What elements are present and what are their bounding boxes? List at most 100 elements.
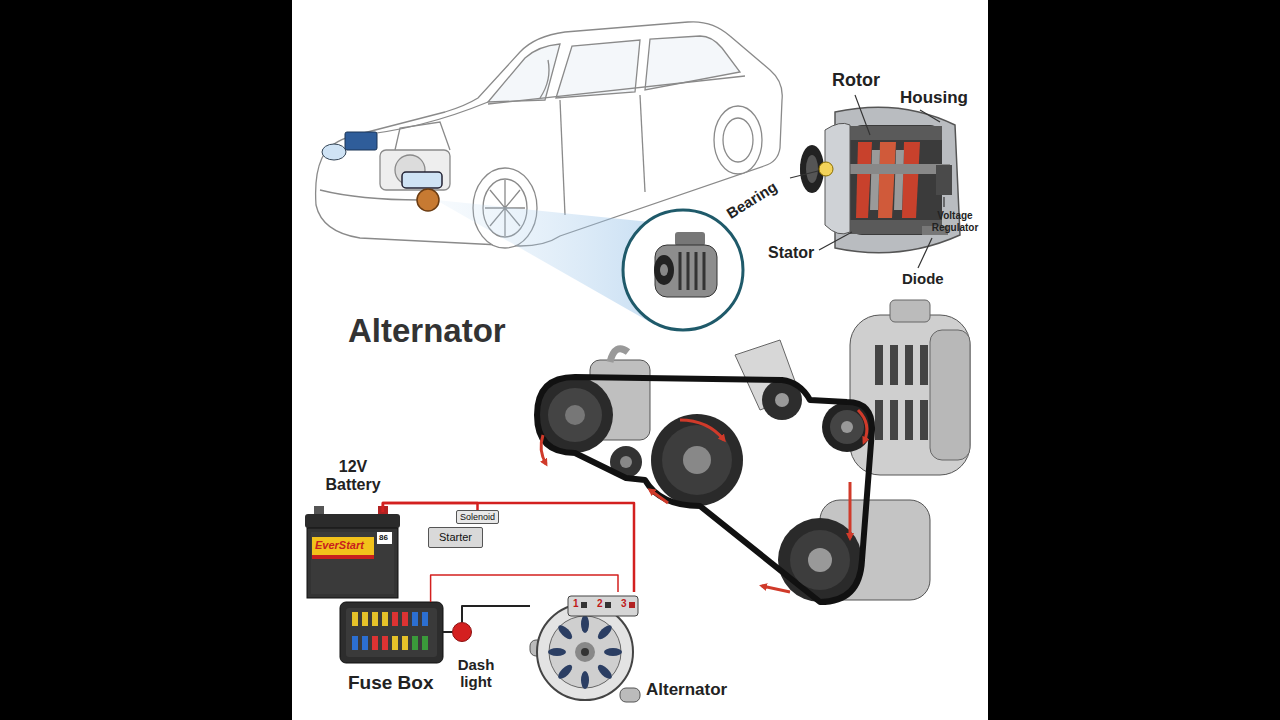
belt-drive xyxy=(565,405,585,425)
pin-number: 2 xyxy=(597,598,603,610)
car-drawing xyxy=(488,44,560,102)
battery-picture xyxy=(311,532,394,594)
leader-line xyxy=(920,110,940,122)
page-ground xyxy=(988,0,1280,720)
belt-drive xyxy=(790,530,850,590)
brand-label: EverStart xyxy=(315,539,364,552)
cutaway-alternator xyxy=(850,125,942,235)
car-drawing xyxy=(395,122,450,150)
part-label: Housing xyxy=(900,88,968,108)
fuse-box-picture xyxy=(372,612,378,626)
fuse-box-picture xyxy=(340,602,443,663)
leader-line xyxy=(943,197,944,207)
belt-drive xyxy=(841,421,853,433)
belt-drive xyxy=(537,300,970,602)
solenoid-box: Solenoid xyxy=(456,510,499,524)
fuse-box-picture xyxy=(422,612,428,626)
fuse-box-picture xyxy=(422,636,428,650)
node-label: Fuse Box xyxy=(348,672,434,694)
part-label: Voltage Regulator xyxy=(926,210,984,234)
belt-drive xyxy=(905,345,913,385)
belt-drive xyxy=(875,345,883,385)
leader-line xyxy=(819,232,852,250)
fuse-box-picture xyxy=(352,636,358,650)
alternator-picture xyxy=(549,616,621,688)
belt-drive xyxy=(930,330,970,460)
inset-circle xyxy=(655,245,717,297)
inset-circle xyxy=(660,264,668,276)
alternator-picture xyxy=(620,688,640,702)
car-drawing xyxy=(723,118,753,162)
rotation-arrow xyxy=(541,435,546,464)
inset-circle xyxy=(623,210,743,330)
fuse-box-picture xyxy=(412,636,418,650)
page-ground xyxy=(0,0,292,720)
dash-light: Dash light xyxy=(452,622,472,642)
leader-line xyxy=(918,238,932,268)
car-drawing xyxy=(488,76,745,104)
fuse-box-picture xyxy=(382,636,388,650)
inset-circle xyxy=(654,255,674,285)
node-label: 12V Battery xyxy=(317,458,389,495)
leader-line xyxy=(855,95,870,135)
car-drawing xyxy=(320,190,420,200)
fuse-box-picture xyxy=(402,612,408,626)
cutaway-alternator xyxy=(825,123,850,234)
diagram-title: Alternator xyxy=(348,312,506,350)
wire xyxy=(443,631,452,634)
car-parts xyxy=(402,172,442,188)
fuse-box-picture xyxy=(392,612,398,626)
alternator-picture xyxy=(581,615,589,633)
rotation-arrow xyxy=(650,490,668,503)
inset-circle xyxy=(675,232,705,246)
car-parts xyxy=(417,189,439,211)
car-parts xyxy=(322,144,346,160)
pin-number: 3 xyxy=(621,598,627,610)
belt-drive xyxy=(890,345,898,385)
fuse-box-picture xyxy=(392,636,398,650)
leader-line xyxy=(790,95,944,268)
alternator-picture xyxy=(568,596,638,616)
pin-number: 1 xyxy=(573,598,579,610)
cutaway-alternator xyxy=(870,150,880,210)
fuse-box-picture xyxy=(372,636,378,650)
rotation-arrow xyxy=(680,420,724,440)
alternator-picture xyxy=(548,615,622,689)
car-drawing xyxy=(714,106,762,174)
cutaway-alternator xyxy=(819,162,833,176)
belt-drive xyxy=(548,388,602,442)
rotation-arrow xyxy=(541,410,867,592)
rotation-arrow xyxy=(849,482,852,538)
fuse-box-node: Fuse Box xyxy=(340,602,443,663)
cutaway-alternator xyxy=(806,155,818,183)
belt-drive xyxy=(620,456,632,468)
alternator-picture xyxy=(596,663,614,681)
cutaway-alternator xyxy=(856,142,872,218)
belt-drive xyxy=(875,400,883,440)
car-drawing xyxy=(560,100,565,215)
belt-drive xyxy=(890,400,898,440)
belt-drive xyxy=(808,548,832,572)
belt-drive xyxy=(920,345,928,385)
node-label: Solenoid xyxy=(460,512,495,522)
fuse-box-picture xyxy=(340,602,443,663)
cutaway-alternator xyxy=(936,165,952,195)
node-label: Alternator xyxy=(646,680,727,700)
alternator-picture xyxy=(581,648,589,656)
cutaway-alternator xyxy=(902,142,920,218)
belt-drive xyxy=(905,400,913,440)
battery-node: 12V Battery xyxy=(305,512,400,598)
car-drawing xyxy=(540,60,549,98)
alternator-picture xyxy=(629,602,635,608)
alternator-picture xyxy=(556,663,574,681)
alternator-picture xyxy=(605,602,611,608)
battery-picture xyxy=(314,506,324,515)
alternator-picture xyxy=(581,602,587,608)
battery-picture xyxy=(307,528,398,598)
wire xyxy=(431,575,618,602)
battery-size: 86 xyxy=(379,533,388,542)
car-drawing xyxy=(380,150,450,190)
